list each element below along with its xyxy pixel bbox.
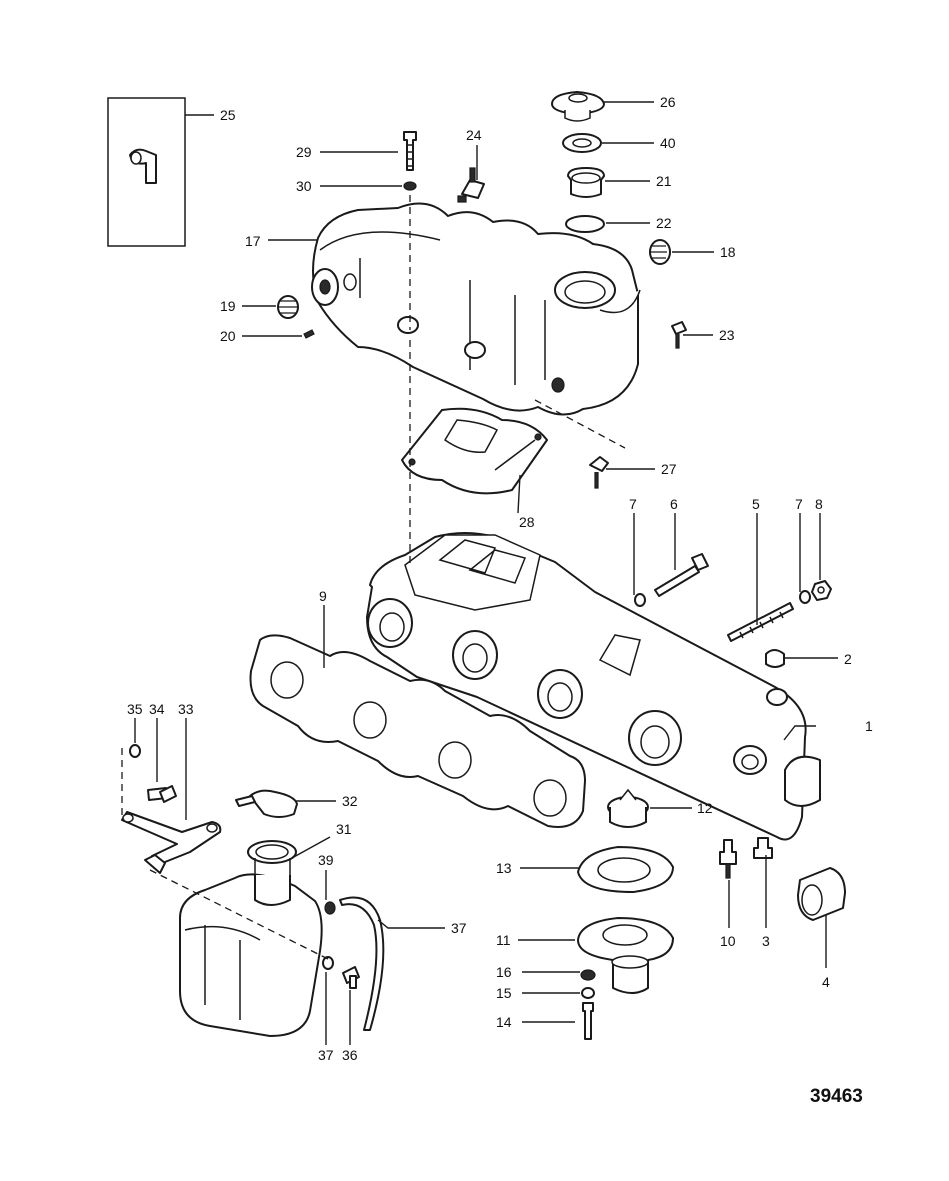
callout-16: 16	[496, 964, 512, 980]
washer	[799, 590, 811, 604]
callout-labels: 1 2 3 4 5 6 7 7 8 9 10 11 12 13 14 15 16…	[127, 94, 873, 1063]
callout-17: 17	[245, 233, 261, 249]
callout-23: 23	[719, 327, 735, 343]
callout-6: 6	[670, 496, 678, 512]
fitting	[753, 837, 773, 859]
temperature-sender	[719, 839, 737, 879]
callout-37: 37	[318, 1047, 334, 1063]
pressure-cap	[551, 91, 605, 122]
bolt	[342, 966, 360, 989]
callout-32: 32	[342, 793, 358, 809]
callout-14: 14	[496, 1014, 512, 1030]
callout-13: 13	[496, 860, 512, 876]
stud	[727, 602, 794, 642]
washer	[129, 744, 141, 758]
callout-26: 26	[660, 94, 676, 110]
callout-24: 24	[466, 127, 482, 143]
callout-37: 37	[451, 920, 467, 936]
lock-washer	[580, 969, 596, 981]
callout-1: 1	[865, 718, 873, 734]
thermostat	[607, 788, 649, 828]
pipe-plug	[277, 295, 299, 319]
callout-4: 4	[822, 974, 830, 990]
callout-35: 35	[127, 701, 143, 717]
elbow-fitting-inset	[107, 97, 186, 247]
bolt	[403, 131, 417, 171]
callout-29: 29	[296, 144, 312, 160]
callout-39: 39	[318, 852, 334, 868]
callout-22: 22	[656, 215, 672, 231]
pipe-plug	[649, 239, 671, 265]
callout-33: 33	[178, 701, 194, 717]
drain-petcock	[671, 321, 687, 349]
hose	[339, 896, 385, 1031]
callout-36: 36	[342, 1047, 358, 1063]
pipe-plug	[765, 649, 785, 668]
thermostat-gasket	[577, 846, 674, 893]
callout-20: 20	[220, 328, 236, 344]
alignment-lines	[121, 195, 626, 961]
washer	[634, 593, 646, 607]
mounting-bracket	[121, 811, 222, 874]
callout-28: 28	[519, 514, 535, 530]
callout-15: 15	[496, 985, 512, 1001]
heat-exchanger-reservoir	[311, 202, 641, 416]
callout-3: 3	[762, 933, 770, 949]
figure-number: 39463	[810, 1086, 863, 1107]
callout-18: 18	[720, 244, 736, 260]
callout-7: 7	[795, 496, 803, 512]
sleeve	[797, 867, 846, 921]
elbow-fitting	[589, 456, 609, 489]
o-ring	[565, 215, 605, 233]
callout-9: 9	[319, 588, 327, 604]
bolt	[582, 1002, 594, 1040]
nut	[811, 580, 832, 601]
exhaust-manifold	[366, 532, 821, 841]
callout-25: 25	[220, 107, 236, 123]
manifold-gasket	[249, 634, 586, 828]
cap-gasket	[562, 133, 602, 153]
lock-washer	[403, 181, 417, 191]
bolt	[147, 785, 177, 803]
bottle-cap	[235, 789, 298, 818]
heat-exchanger-gasket	[401, 407, 548, 495]
callout-12: 12	[697, 800, 713, 816]
lock-washer	[324, 901, 336, 915]
callout-34: 34	[149, 701, 165, 717]
screw	[303, 329, 315, 339]
callout-40: 40	[660, 135, 676, 151]
bolt	[654, 553, 709, 597]
callout-21: 21	[656, 173, 672, 189]
callout-31: 31	[336, 821, 352, 837]
leader-lines	[134, 101, 838, 1045]
callout-7: 7	[629, 496, 637, 512]
callout-8: 8	[815, 496, 823, 512]
coolant-recovery-bottle	[179, 840, 323, 1037]
callout-19: 19	[220, 298, 236, 314]
filler-neck	[567, 167, 605, 198]
callout-5: 5	[752, 496, 760, 512]
washer	[581, 987, 595, 999]
callout-2: 2	[844, 651, 852, 667]
sensor	[457, 167, 485, 203]
callout-27: 27	[661, 461, 677, 477]
thermostat-housing	[577, 917, 674, 994]
callout-30: 30	[296, 178, 312, 194]
callout-11: 11	[496, 932, 511, 948]
washer	[322, 956, 334, 970]
callout-10: 10	[720, 933, 736, 949]
